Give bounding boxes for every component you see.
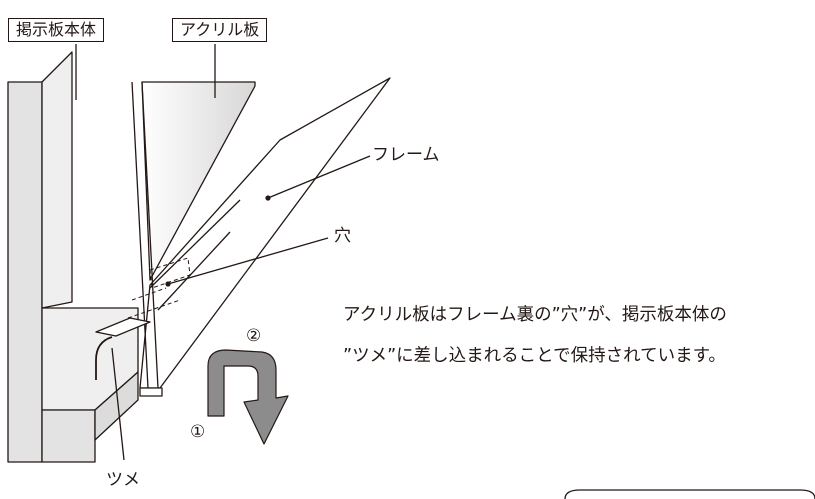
rounded-box-edge — [564, 489, 815, 499]
acrylic-foot — [139, 387, 163, 397]
acrylic-sheet — [141, 81, 256, 281]
acrylic-edge — [131, 81, 149, 389]
leader-hole — [167, 237, 329, 285]
caption-line-2: ”ツメ”に差し込まれることで保持されています。 — [343, 346, 726, 366]
board-body-top — [41, 51, 73, 309]
step-2-marker: ② — [246, 326, 262, 346]
frame-body — [139, 77, 391, 389]
label-tab: ツメ — [106, 470, 140, 490]
hole-pointer-dot — [165, 281, 171, 287]
tab-claw — [95, 317, 151, 337]
label-frame: フレーム — [372, 145, 440, 165]
board-body-panel — [7, 81, 43, 463]
frame-pointer-dot — [265, 195, 271, 201]
board-body-base — [94, 371, 139, 441]
hole-outline — [127, 257, 191, 319]
label-hole: 穴 — [334, 226, 351, 246]
step-1-marker: ① — [190, 422, 206, 442]
leader-frame — [267, 155, 371, 199]
leader-tab — [111, 347, 125, 461]
board-body-channel-front — [41, 409, 96, 463]
caption-line-1: アクリル板はフレーム裏の”穴”が、掲示板本体の — [343, 305, 727, 325]
label-acrylic: アクリル板 — [172, 18, 268, 42]
rotation-arrow — [207, 349, 289, 445]
label-board-body: 掲示板本体 — [8, 18, 105, 42]
